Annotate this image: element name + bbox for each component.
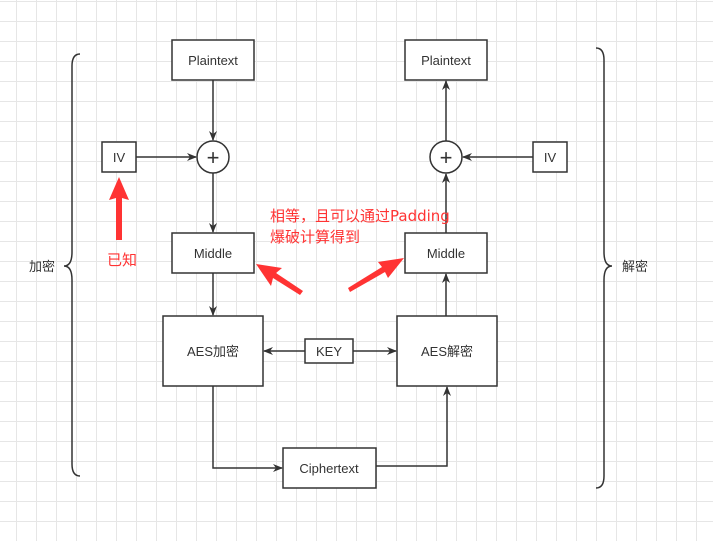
encrypt-plaintext-box [171,39,255,81]
encrypt-middle-label: Middle [194,246,232,261]
decrypt-group-label: 解密 [622,259,648,275]
encrypt-iv-box [101,141,137,173]
equal-arrow-left [256,264,303,295]
ciphertext-box [282,447,377,489]
decrypt-brace [595,47,613,489]
decrypt-middle-label: Middle [427,246,465,261]
equal-annotation-line1: 相等，且可以通过Padding [270,207,450,225]
aes-encrypt-label: AES加密 [187,344,239,359]
aes-decrypt-label: AES解密 [421,344,473,359]
encrypt-middle-box [171,232,255,274]
decrypt-iv-label: IV [544,150,557,165]
known-annotation: 已知 [107,251,137,269]
key-label: KEY [316,344,342,359]
known-arrow [109,177,129,240]
decrypt-xor-symbol: + [440,145,453,170]
equal-annotation-line2: 爆破计算得到 [270,228,360,246]
decrypt-iv-box [532,141,568,173]
encrypt-plaintext-label: Plaintext [188,53,238,68]
key-box [304,338,354,364]
arrow-ciphertext-to-aes-decrypt [376,386,451,467]
ciphertext-label: Ciphertext [299,461,359,476]
encrypt-xor-symbol: + [207,145,220,170]
encrypt-iv-label: IV [113,150,126,165]
decrypt-plaintext-label: Plaintext [421,53,471,68]
encrypt-brace [63,53,81,477]
decrypt-middle-box [404,232,488,274]
equal-arrow-right [348,258,404,292]
arrow-aes-encrypt-to-ciphertext [212,386,283,472]
encrypt-group-label: 加密 [29,259,55,275]
